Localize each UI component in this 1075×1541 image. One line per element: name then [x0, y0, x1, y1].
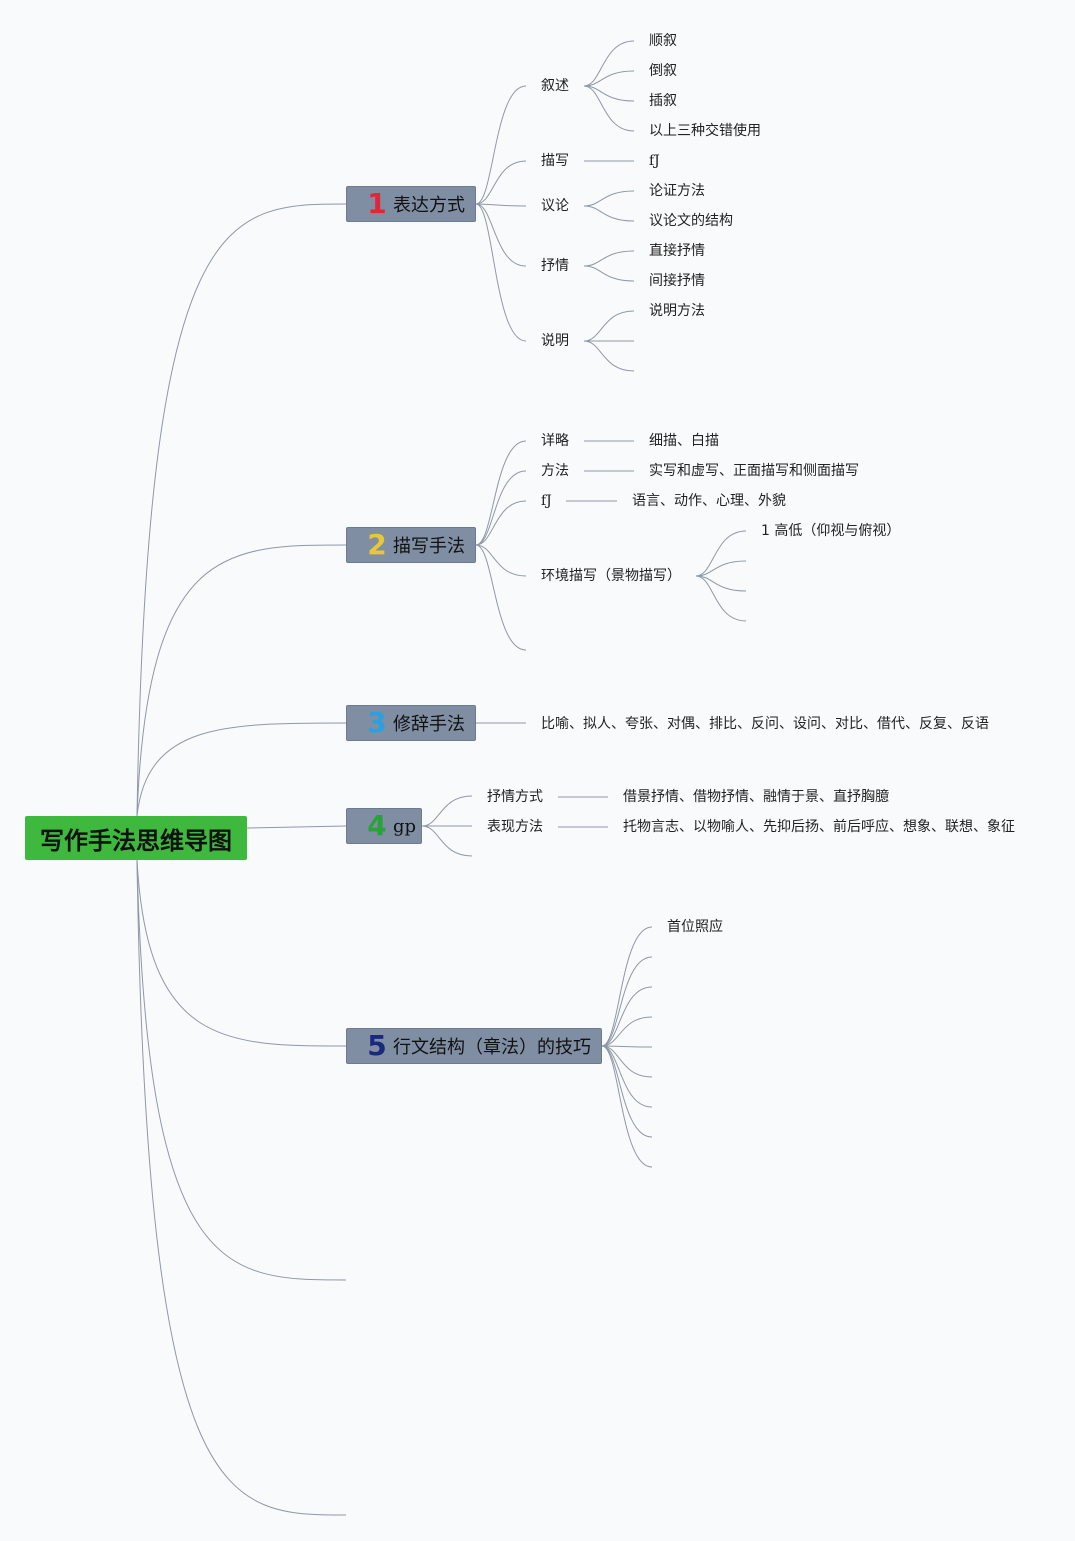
b1-lyric-fan-1 [583, 265, 635, 282]
b5-fan-6 [601, 1045, 653, 1108]
node-lyric[interactable]: 抒情 [541, 258, 569, 274]
b1-arg-fan-1 [583, 205, 635, 222]
branch-1-node[interactable]: 1 表达方式 [346, 186, 476, 222]
node-rhetoric-list[interactable]: 比喻、拟人、夸张、对偶、排比、反问、设问、对比、借代、反复、反语 [541, 716, 989, 732]
node-exposition-methods[interactable]: 说明方法 [649, 303, 705, 319]
branch-4-node[interactable]: 4 gp [346, 808, 422, 844]
node-method[interactable]: 方法 [541, 463, 569, 479]
root-to-branch-2 [136, 544, 347, 817]
b2-env-fan-1 [695, 560, 747, 577]
node-lyric-mode-child[interactable]: 借景抒情、借物抒情、融情于景、直抒胸臆 [623, 789, 889, 805]
root-to-branch-5 [136, 859, 347, 1047]
root-to-empty-branch-7 [136, 859, 347, 1516]
node-indirect-lyric[interactable]: 间接抒情 [649, 273, 705, 289]
branch-4-label: gp [393, 815, 417, 837]
node-expression-child[interactable]: 托物言志、以物喻人、先抑后扬、前后呼应、想象、联想、象征 [623, 819, 1015, 835]
node-fj[interactable]: fJ [541, 493, 552, 509]
b2-fan-2 [475, 500, 527, 546]
b1-narr-fan-1 [583, 70, 635, 87]
b5-fan-1 [601, 956, 653, 1047]
node-interpolation[interactable]: 插叙 [649, 93, 677, 109]
b5-fan-4 [601, 1045, 653, 1048]
b1-fan-3 [475, 203, 527, 267]
branch-3-number: 3 [367, 706, 387, 739]
b2-env-fan-3 [695, 575, 747, 622]
root-to-empty-branch-6 [136, 859, 347, 1281]
branch-2-node[interactable]: 2 描写手法 [346, 527, 476, 563]
b1-expo-fan-2 [583, 340, 635, 372]
b1-narr-fan-0 [583, 40, 635, 87]
node-expression[interactable]: 表现方法 [487, 819, 543, 835]
b2-fan-0 [475, 440, 527, 546]
b1-fan-2 [475, 203, 527, 207]
b4-fan-0 [421, 795, 473, 827]
node-flashback[interactable]: 倒叙 [649, 63, 677, 79]
node-environment-child[interactable]: 1 高低（仰视与俯视） [761, 523, 901, 539]
node-exposition[interactable]: 说明 [541, 333, 569, 349]
node-description[interactable]: 描写 [541, 153, 569, 169]
node-description-child[interactable]: fJ [649, 153, 660, 169]
b1-narr-fan-3 [583, 85, 635, 132]
root-to-branch-4 [246, 825, 347, 829]
b2-env-fan-2 [695, 575, 747, 592]
node-fj-child[interactable]: 语言、动作、心理、外貌 [632, 493, 786, 509]
branch-3-label: 修辞手法 [393, 714, 465, 735]
b5-fan-2 [601, 986, 653, 1047]
b4-fan-2 [421, 825, 473, 857]
b5-fan-3 [601, 1016, 653, 1047]
branch-2-label: 描写手法 [393, 536, 465, 557]
node-argument[interactable]: 议论 [541, 198, 569, 214]
node-narration[interactable]: 叙述 [541, 78, 569, 94]
b2-fan-3 [475, 544, 527, 577]
b1-lyric-fan-0 [583, 250, 635, 267]
b1-narr-fan-2 [583, 85, 635, 102]
b1-arg-fan-0 [583, 190, 635, 207]
branch-5-number: 5 [367, 1029, 387, 1062]
branch-2-number: 2 [367, 528, 387, 561]
b5-fan-7 [601, 1045, 653, 1138]
root-to-branch-3 [136, 722, 347, 817]
b1-fan-1 [475, 160, 527, 205]
node-argument-methods[interactable]: 论证方法 [649, 183, 705, 199]
branch-4-number: 4 [367, 809, 387, 842]
b2-fan-4 [475, 544, 527, 651]
branch-3-node[interactable]: 3 修辞手法 [346, 705, 476, 741]
b5-fan-0 [601, 926, 653, 1047]
node-detail[interactable]: 详略 [541, 433, 569, 449]
node-direct-lyric[interactable]: 直接抒情 [649, 243, 705, 259]
node-method-child[interactable]: 实写和虚写、正面描写和侧面描写 [649, 463, 859, 479]
branch-5-node[interactable]: 5 行文结构（章法）的技巧 [346, 1028, 602, 1064]
branch-1-number: 1 [367, 187, 387, 220]
b1-fan-4 [475, 203, 527, 342]
node-detail-child[interactable]: 细描、白描 [649, 433, 719, 449]
node-echo[interactable]: 首位照应 [667, 919, 723, 935]
branch-1-label: 表达方式 [393, 195, 465, 216]
root-node[interactable]: 写作手法思维导图 [25, 816, 247, 860]
b5-fan-8 [601, 1045, 653, 1168]
b1-fan-0 [475, 85, 527, 205]
root-to-branch-1 [136, 203, 347, 817]
branch-5-label: 行文结构（章法）的技巧 [393, 1037, 591, 1058]
node-lyric-mode[interactable]: 抒情方式 [487, 789, 543, 805]
node-environment[interactable]: 环境描写（景物描写） [541, 568, 681, 584]
b2-fan-1 [475, 470, 527, 546]
b1-expo-fan-0 [583, 310, 635, 342]
node-mixed-use[interactable]: 以上三种交错使用 [649, 123, 761, 139]
node-chronological[interactable]: 顺叙 [649, 33, 677, 49]
b2-env-fan-0 [695, 530, 747, 577]
node-argument-structure[interactable]: 议论文的结构 [649, 213, 733, 229]
